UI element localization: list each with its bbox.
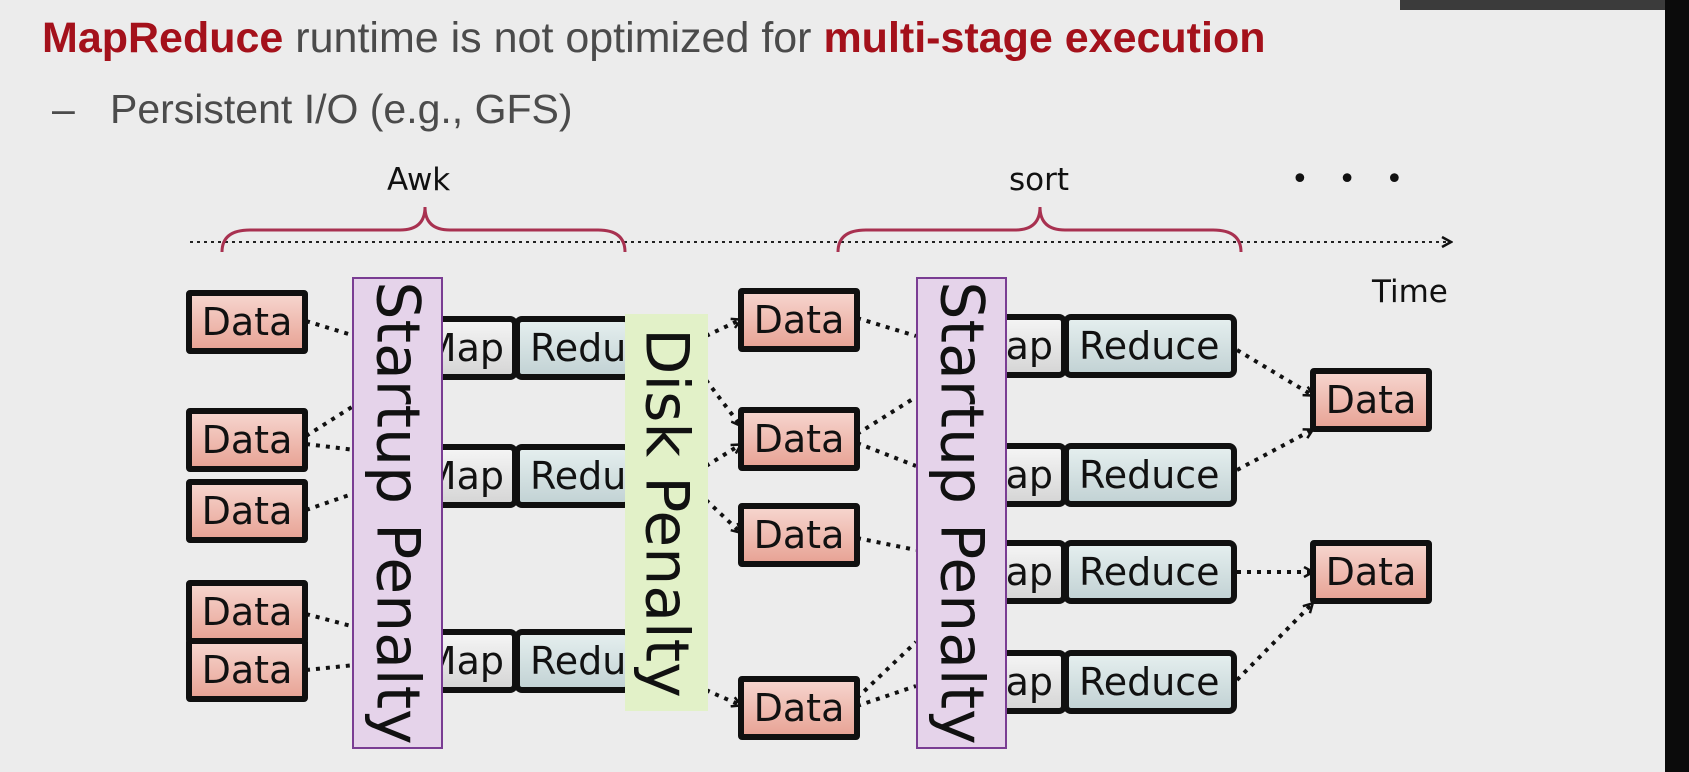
awk-input-data-2: Data <box>186 408 308 472</box>
awk-reduce-2: Reduce <box>514 444 632 508</box>
stage-label-awk: Awk <box>387 162 451 198</box>
intermediate-data-3: Data <box>738 503 860 567</box>
ellipsis: • • • <box>1291 162 1414 197</box>
startup-penalty-awk: Startup Penalty <box>352 277 443 749</box>
video-frame-edge <box>1665 0 1689 772</box>
disk-penalty-label: Disk Penalty <box>631 327 702 698</box>
startup-penalty-sort: Startup Penalty <box>916 277 1007 749</box>
title-multistage: multi-stage execution <box>823 14 1266 62</box>
intermediate-data-2: Data <box>738 407 860 471</box>
slide-title: MapReduce runtime is not optimized for m… <box>42 14 1265 63</box>
awk-input-data-4: Data <box>186 580 308 644</box>
title-middle: runtime is not optimized for <box>283 14 824 62</box>
brace-awk <box>220 206 627 253</box>
startup-penalty-sort-label: Startup Penalty <box>926 281 997 745</box>
intermediate-data-1: Data <box>738 288 860 352</box>
bullet-persistent-io: –Persistent I/O (e.g., GFS) <box>52 86 573 133</box>
startup-penalty-awk-label: Startup Penalty <box>362 281 433 745</box>
intermediate-data-4: Data <box>738 676 860 740</box>
output-data-1: Data <box>1310 368 1432 432</box>
awk-input-data-3: Data <box>186 479 308 543</box>
sort-reduce-3: Reduce <box>1063 540 1237 604</box>
bullet-dash: – <box>52 86 75 132</box>
video-frame-top <box>1400 0 1689 10</box>
title-mapreduce: MapReduce <box>42 14 284 62</box>
bullet-text: Persistent I/O (e.g., GFS) <box>110 86 573 132</box>
disk-penalty: Disk Penalty <box>625 314 708 711</box>
awk-reduce-1: Reduce <box>514 316 632 380</box>
time-label: Time <box>1372 274 1448 310</box>
awk-input-data-1: Data <box>186 290 308 354</box>
dotted-connectors <box>304 316 1312 708</box>
output-data-2: Data <box>1310 540 1432 604</box>
sort-reduce-4: Reduce <box>1063 650 1237 714</box>
stage-label-sort: sort <box>1009 162 1070 198</box>
awk-reduce-3: Reduce <box>514 629 632 693</box>
sort-reduce-2: Reduce <box>1063 443 1237 507</box>
sort-reduce-1: Reduce <box>1063 314 1237 378</box>
awk-input-data-5: Data <box>186 638 308 702</box>
brace-sort <box>836 206 1243 253</box>
